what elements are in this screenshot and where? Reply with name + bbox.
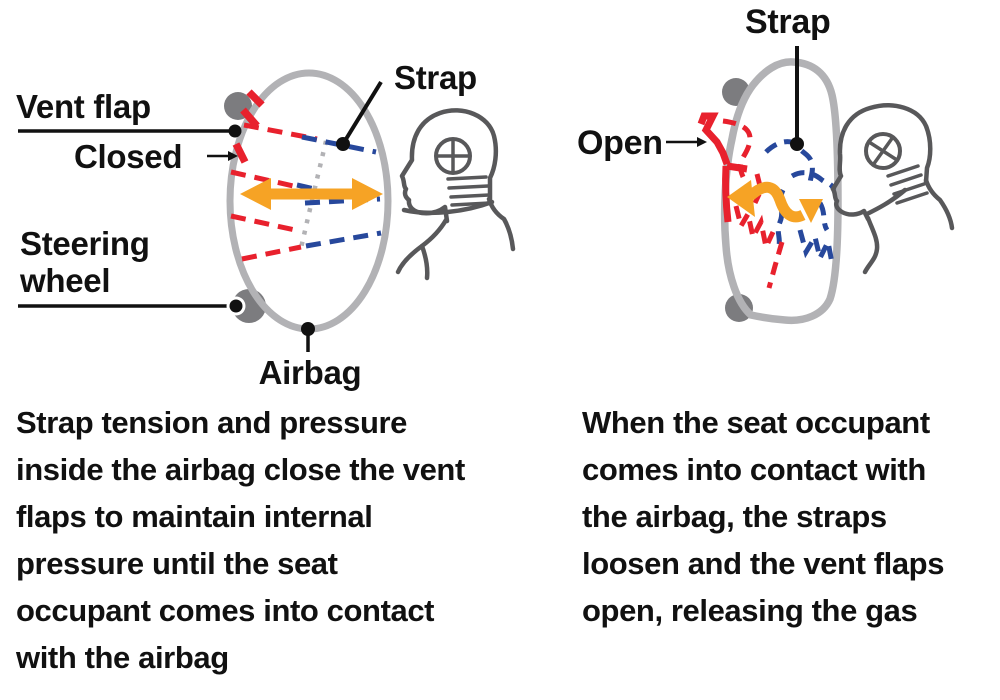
dummy-neck-ribs	[446, 175, 492, 207]
callout-lines	[18, 80, 383, 352]
gas-release-arrow-body	[746, 181, 806, 223]
red-strap-squiggle	[733, 205, 776, 255]
blue-strap-dash	[305, 230, 382, 249]
vent-flap-open-lip	[726, 162, 748, 173]
airbag-callout-dot	[301, 322, 315, 336]
caption-line: with the airbag	[16, 640, 229, 675]
vent-flap-open	[697, 112, 748, 223]
caption-line: open, releasing the gas	[582, 593, 918, 628]
dummy-chin-profile	[830, 186, 871, 222]
caption-line: occupant comes into contact	[16, 593, 435, 628]
crash-dummy-left	[395, 108, 516, 281]
left-caption: Strap tension and pressure inside the ai…	[16, 399, 465, 681]
vent-flap-callout-dot	[228, 124, 242, 138]
dummy-target-icon	[864, 132, 902, 170]
gas-pressure-arrow	[240, 178, 383, 210]
red-strap-dash	[230, 169, 299, 190]
dummy-chest-line	[862, 215, 880, 275]
vent-flap-segment	[246, 89, 265, 108]
dummy-head-profile	[830, 103, 933, 192]
caption-line: When the seat occupant	[582, 405, 930, 440]
dummy-arm-line	[419, 243, 430, 281]
caption-line: loosen and the vent flaps	[582, 546, 945, 581]
right-airbag-diagram	[666, 46, 955, 325]
dummy-clavicle-line	[401, 199, 495, 216]
neck-rib	[889, 173, 923, 187]
crash-dummy-right	[830, 103, 955, 275]
steering-wheel-label-line2: wheel	[20, 262, 111, 299]
steering-callout-dot	[229, 299, 243, 313]
gas-release-arrowhead-left	[727, 180, 755, 217]
closed-pointer-arrowhead-icon	[228, 151, 238, 161]
steering-wheel-label: Steering wheel	[20, 225, 150, 299]
neck-rib	[895, 191, 929, 205]
left-airbag-diagram	[18, 69, 516, 352]
neck-rib	[447, 184, 490, 190]
neck-rib	[446, 175, 488, 181]
vent-flap-open-fold	[697, 112, 731, 166]
blue-strap-squiggle	[817, 201, 830, 232]
dummy-clavicle-line	[864, 187, 908, 217]
gas-release-arrow	[727, 180, 823, 223]
caption-line: comes into contact with	[582, 452, 926, 487]
vent-flap-label: Vent flap	[16, 88, 151, 125]
airbag-label: Airbag	[258, 354, 362, 391]
strap-callout-dot	[790, 137, 804, 151]
dummy-shoulder-line	[923, 177, 955, 231]
gas-release-arrowhead-right	[799, 199, 823, 223]
right-caption: When the seat occupant comes into contac…	[582, 399, 944, 634]
vent-flap-segment	[240, 107, 260, 129]
open-label: Open	[577, 124, 663, 162]
dummy-neck-ribs	[886, 164, 929, 205]
caption-line: the airbag, the straps	[582, 499, 887, 534]
caption-line: Strap tension and pressure	[16, 405, 407, 440]
vent-flap-closed-segments	[232, 89, 265, 164]
caption-line: inside the airbag close the vent	[16, 452, 465, 487]
red-strap-squiggle	[766, 241, 785, 289]
blue-strap-squiggle	[764, 139, 815, 189]
strap-label-right: Strap	[745, 3, 831, 41]
loose-straps-red-dashed	[722, 118, 785, 289]
strap-callout-dot	[336, 137, 350, 151]
dummy-target-cross-2	[871, 135, 895, 167]
blue-strap-squiggle	[790, 170, 837, 192]
dummy-shoulder-line	[486, 196, 516, 252]
strap-callout-line	[341, 80, 383, 146]
blue-strap-dash	[296, 182, 316, 192]
red-strap-dash	[241, 244, 302, 262]
open-pointer-arrowhead-icon	[697, 137, 707, 147]
closed-label: Closed	[74, 138, 183, 175]
caption-line: pressure until the seat	[16, 546, 338, 581]
red-strap-dash	[230, 213, 296, 233]
red-strap-squiggle	[752, 173, 764, 205]
neck-rib	[449, 193, 491, 199]
caption-line: flaps to maintain internal	[16, 499, 373, 534]
blue-strap-squiggle	[797, 229, 835, 266]
strap-label-left: Strap	[394, 59, 477, 96]
vent-flap-segment	[232, 142, 249, 164]
red-strap-squiggle	[722, 118, 753, 194]
strap-slack-dotted-line	[298, 140, 329, 249]
steering-wheel-label-line1: Steering	[20, 225, 150, 262]
vent-flap-open-edge	[722, 165, 732, 223]
neck-rib	[886, 164, 920, 178]
